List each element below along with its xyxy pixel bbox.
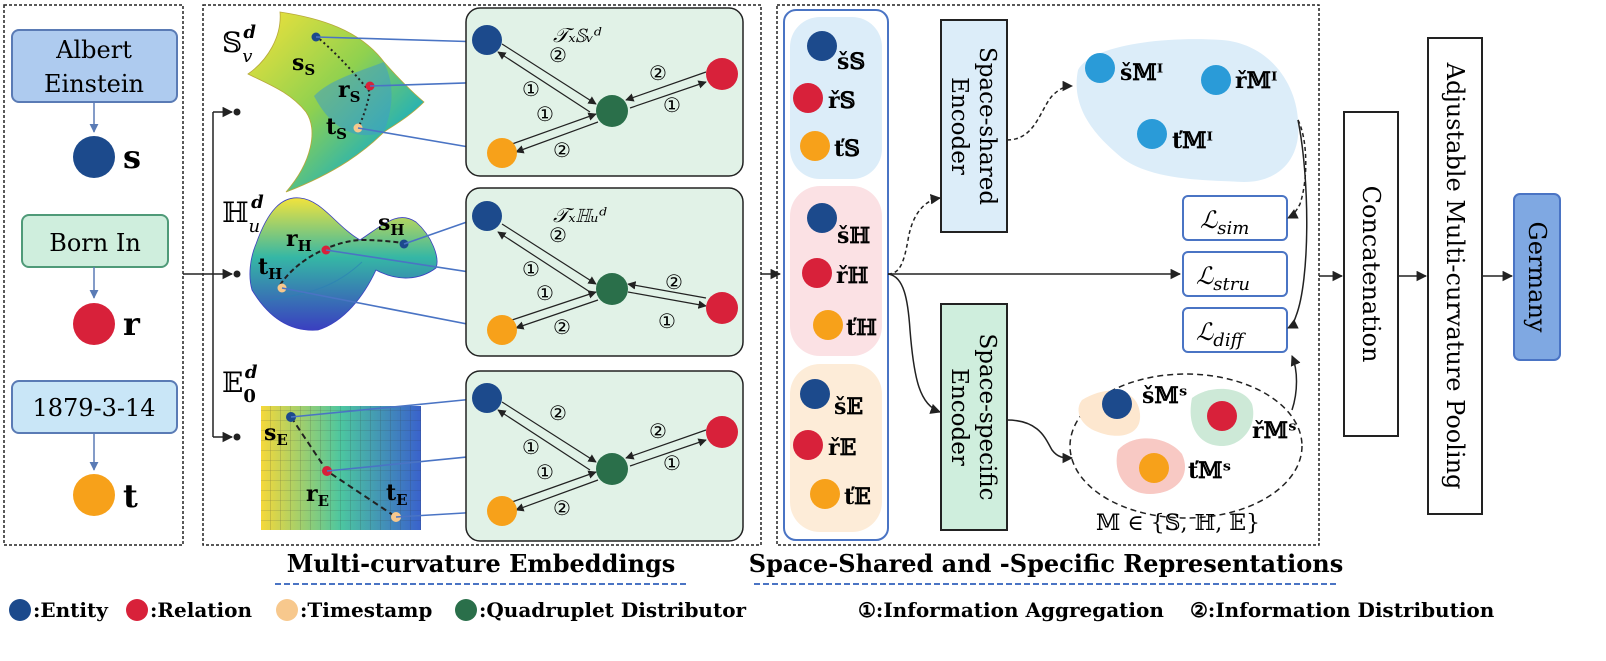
subject-s-label: s: [123, 138, 141, 176]
legend-relation: :Relation: [150, 598, 252, 622]
pooling-label: Adjustable Multi-curvature Pooling: [1441, 62, 1469, 490]
svg-text:②: ②: [549, 401, 567, 425]
output-label: Germany: [1523, 222, 1551, 333]
rep-r-hyper: řℍ: [836, 263, 869, 289]
rep-r-euclid: ř𝔼: [828, 435, 857, 461]
euclid-quadruplet-graph: ② ① ① ② ① ②: [472, 383, 738, 526]
time-t-label: t: [123, 477, 138, 515]
rep-t-euclid: ť𝔼: [844, 484, 871, 510]
loss-stru-box: [1182, 251, 1288, 297]
space-specific-encoder: [940, 303, 1008, 531]
concatenation-label: Concatenation: [1357, 186, 1385, 363]
sphere-tangent-label: 𝒯ₓ𝕊ᵥᵈ: [553, 23, 602, 47]
sphere-t-label: tS: [326, 114, 347, 143]
sphere-quadruplet-graph: ② ① ① ② ① ②: [472, 25, 738, 168]
relation-node: [73, 303, 115, 345]
relation-r-label: r: [123, 305, 141, 343]
specific-t: ť𝕄ˢ: [1188, 458, 1231, 484]
legend-entity: :Entity: [33, 598, 109, 622]
time-box-label: 1879-3-14: [32, 394, 155, 422]
space-shared-encoder: [940, 19, 1008, 233]
svg-text:②: ②: [553, 315, 571, 339]
euclid-space-label: 𝔼0d: [222, 362, 258, 407]
hyper-t-label: tH: [258, 254, 282, 283]
legend-aggregation: ①:Information Aggregation: [858, 598, 1164, 622]
svg-text:①: ①: [663, 451, 681, 475]
loss-diff-box: [1182, 307, 1288, 353]
hyper-quadruplet-graph: ② ① ① ② ① ②: [472, 201, 738, 345]
svg-text:②: ②: [553, 496, 571, 520]
relation-box-label: Born In: [49, 229, 141, 257]
svg-text:②: ②: [549, 43, 567, 67]
legend-timestamp: :Timestamp: [300, 598, 432, 622]
subject-box-line1: Albert: [55, 36, 132, 64]
pooling-box: [1427, 37, 1483, 515]
loss-sim-box: [1182, 195, 1288, 241]
svg-text:①: ①: [536, 460, 554, 484]
shared-r: ř𝕄ᴵ: [1235, 68, 1277, 94]
euclid-s-label: sE: [264, 420, 288, 449]
svg-text:②: ②: [649, 419, 667, 443]
svg-text:②: ②: [549, 223, 567, 247]
loss-sim-label: ℒsim: [1200, 206, 1249, 239]
svg-text:①: ①: [663, 93, 681, 117]
svg-text:②: ②: [665, 270, 683, 294]
output-box: [1513, 193, 1561, 361]
timestamp-node: [73, 474, 115, 516]
embedding-panel: [202, 4, 762, 546]
specific-representation-cloud: [1069, 373, 1303, 519]
legend-distributor: :Quadruplet Distributor: [479, 598, 747, 622]
svg-text:②: ②: [649, 61, 667, 85]
rep-r-sphere: ř𝕊: [828, 88, 855, 114]
sphere-r-label: rS: [338, 77, 360, 106]
input-panel: [3, 4, 184, 546]
section-title-right: Space-Shared and -Specific Representatio…: [749, 549, 1343, 578]
rep-t-sphere: ť𝕊: [834, 136, 860, 162]
svg-text:①: ①: [522, 77, 540, 101]
space-specific-encoder-label: Space-specificEncoder: [946, 333, 1000, 500]
rep-t-hyper: ťℍ: [846, 315, 877, 341]
rep-s-sphere: š𝕊: [837, 49, 865, 75]
shared-representation-cloud: [1076, 39, 1299, 183]
entity-node: [73, 136, 115, 178]
svg-text:①: ①: [658, 309, 676, 333]
sphere-tangent-panel: [465, 7, 744, 177]
hyper-s-label: sH: [378, 210, 405, 239]
hyper-space-label: ℍud: [222, 192, 264, 237]
loss-stru-label: ℒstru: [1196, 262, 1250, 295]
hyperbolic-surface: [249, 197, 438, 331]
relation-box: [21, 214, 169, 268]
hyper-r-label: rH: [286, 226, 312, 255]
space-shared-encoder-label: Space-sharedEncoder: [946, 47, 1000, 205]
membership-label: 𝕄 ∈ {𝕊, ℍ, 𝔼}: [1096, 511, 1260, 536]
euclid-t-label: tE: [386, 480, 408, 509]
legend-distribution: ②:Information Distribution: [1190, 598, 1495, 622]
hyper-tangent-label: 𝒯ₓℍᵤᵈ: [553, 203, 607, 227]
section-title-left: Multi-curvature Embeddings: [287, 549, 675, 578]
svg-text:①: ①: [536, 281, 554, 305]
rep-s-hyper: šℍ: [837, 223, 870, 249]
concatenation-box: [1343, 111, 1399, 437]
sphere-space-label: 𝕊vd: [222, 22, 256, 67]
subject-box-line2: Einstein: [44, 70, 144, 98]
svg-text:②: ②: [553, 138, 571, 162]
specific-r: ř𝕄ˢ: [1252, 418, 1297, 444]
loss-diff-label: ℒdiff: [1196, 318, 1247, 351]
hyper-tangent-panel: [465, 187, 744, 357]
representation-panel: [776, 4, 1320, 546]
rep-s-euclid: š𝔼: [834, 394, 863, 420]
specific-s: š𝕄ˢ: [1142, 383, 1187, 409]
legend: :Entity :Relation :Timestamp :Quadruplet…: [9, 598, 1495, 622]
shared-s: š𝕄ᴵ: [1120, 60, 1163, 86]
svg-text:①: ①: [522, 257, 540, 281]
euclid-r-label: rE: [306, 481, 329, 510]
svg-text:①: ①: [536, 102, 554, 126]
shared-t: ť𝕄ᴵ: [1172, 128, 1213, 154]
sphere-s-label: sS: [292, 50, 315, 79]
svg-text:①: ①: [522, 435, 540, 459]
